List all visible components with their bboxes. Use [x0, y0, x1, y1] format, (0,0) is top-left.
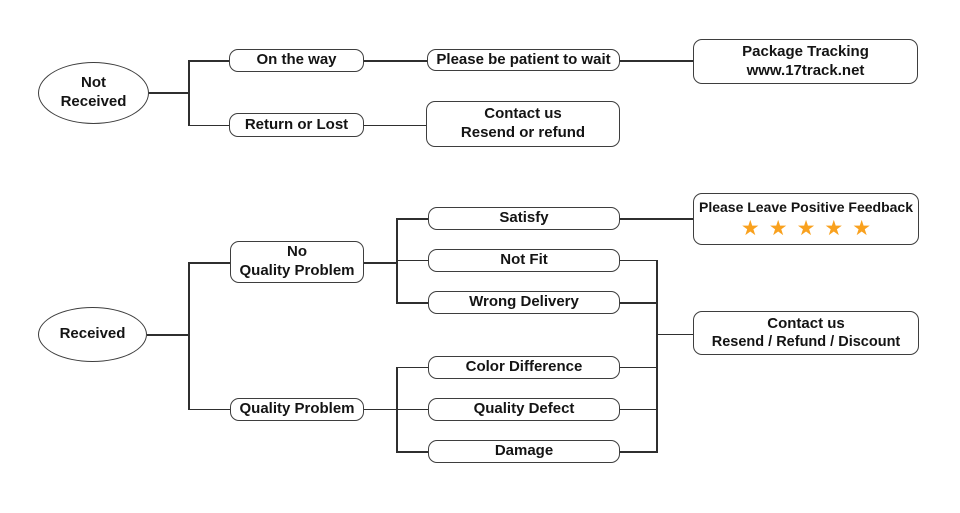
- node-no-quality-problem: No Quality Problem: [230, 241, 364, 283]
- node-label: Not: [81, 74, 106, 92]
- connector: [363, 408, 396, 411]
- connector: [396, 451, 428, 453]
- node-contact-resend-refund-discount: Contact us Resend / Refund / Discount: [693, 311, 919, 355]
- node-not-received: Not Received: [38, 62, 149, 124]
- node-label: Received: [59, 325, 126, 343]
- connector: [188, 262, 190, 410]
- connector: [363, 262, 396, 264]
- connector: [656, 333, 693, 335]
- connector: [396, 218, 428, 220]
- node-received: Received: [38, 307, 147, 362]
- node-on-the-way: On the way: [229, 49, 364, 72]
- connector: [620, 366, 656, 368]
- node-label: Please be patient to wait: [436, 50, 611, 68]
- connector: [148, 92, 189, 94]
- node-label: Package Tracking: [742, 42, 869, 60]
- star-icon: ★: [824, 216, 844, 240]
- node-label: Not Fit: [500, 250, 548, 268]
- connector: [620, 408, 656, 411]
- node-return-or-lost: Return or Lost: [229, 113, 364, 137]
- tracking-url: www.17track.net: [746, 61, 865, 79]
- connector: [396, 408, 428, 411]
- connector: [620, 302, 656, 304]
- connector: [188, 262, 230, 264]
- node-damage: Damage: [428, 440, 620, 463]
- node-be-patient: Please be patient to wait: [427, 49, 620, 71]
- connector: [188, 60, 229, 62]
- connector: [620, 259, 656, 261]
- node-label: Satisfy: [499, 209, 549, 227]
- node-label: Quality Defect: [473, 399, 575, 417]
- node-quality-problem: Quality Problem: [230, 397, 364, 421]
- connector: [364, 124, 427, 126]
- star-icon: ★: [796, 216, 816, 240]
- connector: [188, 60, 190, 126]
- node-label: Resend / Refund / Discount: [711, 334, 901, 351]
- node-label: Wrong Delivery: [469, 293, 579, 311]
- node-wrong-delivery: Wrong Delivery: [428, 291, 620, 314]
- node-positive-feedback: Please Leave Positive Feedback ★ ★ ★ ★ ★: [693, 193, 919, 245]
- connector: [396, 366, 428, 368]
- node-label: Damage: [494, 442, 554, 460]
- node-label: Color Difference: [465, 357, 583, 375]
- connector: [620, 451, 656, 453]
- star-icon: ★: [740, 216, 760, 240]
- node-label: Quality Problem: [239, 262, 355, 279]
- node-satisfy: Satisfy: [428, 207, 620, 230]
- node-package-tracking: Package Tracking www.17track.net: [693, 39, 918, 84]
- connector: [188, 408, 230, 411]
- node-label: Return or Lost: [244, 115, 349, 133]
- connector: [620, 218, 693, 220]
- node-label: Received: [60, 93, 127, 110]
- node-color-difference: Color Difference: [428, 355, 620, 379]
- node-not-fit: Not Fit: [428, 248, 620, 272]
- connector: [396, 302, 428, 304]
- star-rating: ★ ★ ★ ★ ★: [741, 218, 871, 239]
- connector: [620, 60, 693, 62]
- connector: [188, 124, 229, 126]
- node-label: On the way: [256, 51, 337, 69]
- connector: [396, 259, 428, 261]
- connector: [147, 334, 189, 336]
- node-label: Quality Problem: [239, 399, 355, 417]
- node-label: Please Leave Positive Feedback: [698, 199, 913, 216]
- node-label: Resend or refund: [460, 124, 586, 141]
- star-icon: ★: [768, 216, 788, 240]
- node-label: Contact us: [767, 314, 845, 332]
- star-icon: ★: [852, 216, 872, 240]
- node-label: No: [287, 243, 307, 261]
- connector: [364, 60, 428, 62]
- node-contact-resend-refund: Contact us Resend or refund: [426, 101, 620, 147]
- node-label: Contact us: [484, 105, 562, 123]
- node-quality-defect: Quality Defect: [428, 397, 620, 421]
- connector: [656, 259, 658, 453]
